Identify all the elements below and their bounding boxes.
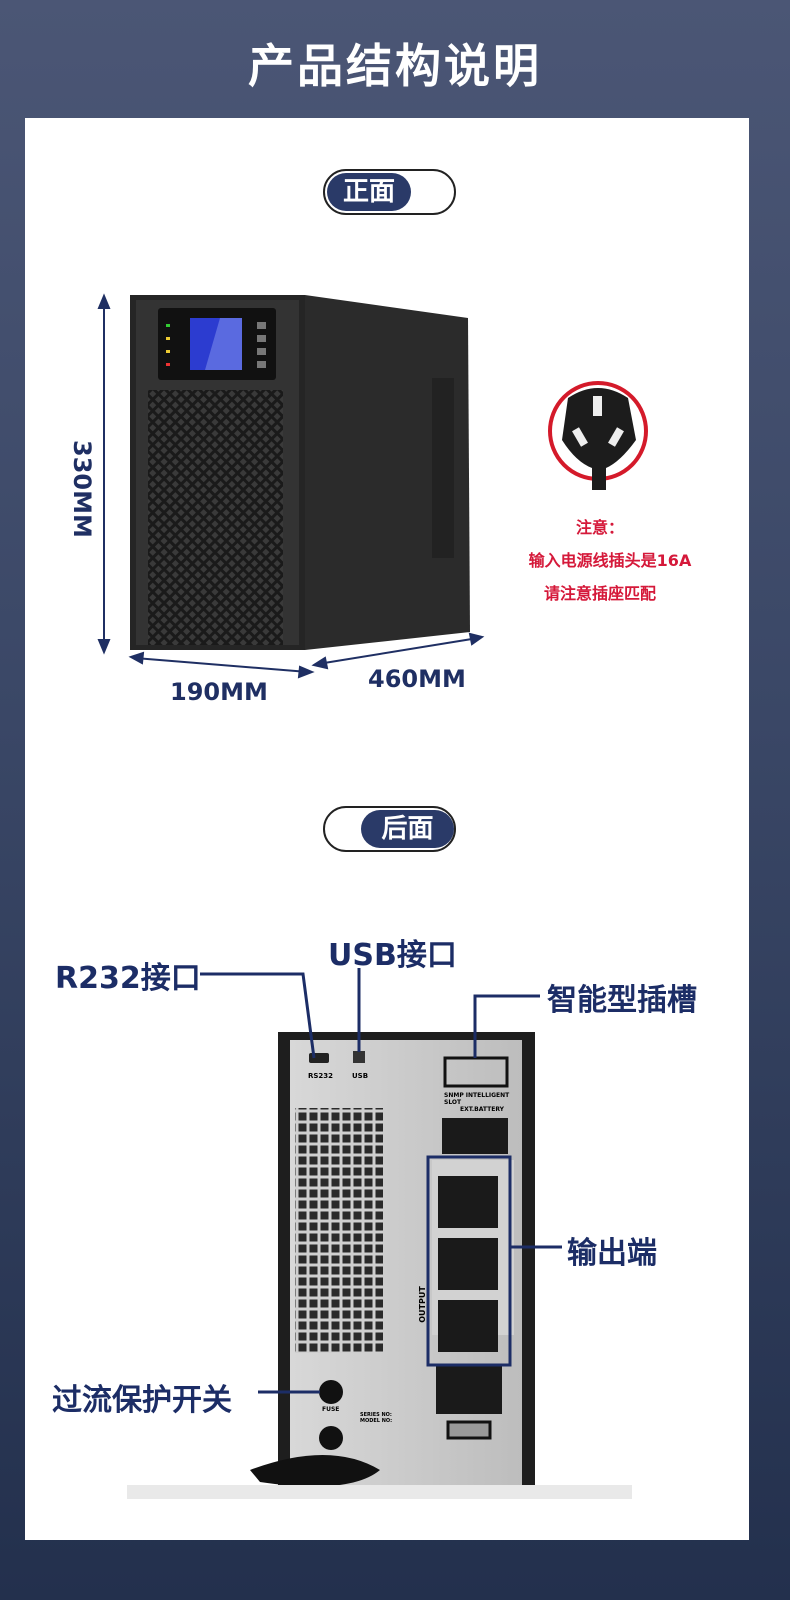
series-no-label: SERIES NO: [360, 1412, 392, 1418]
depth-dimension: 460MM [368, 665, 466, 693]
rs232-port-label: RS232 [308, 1072, 334, 1080]
rear-section-label: 后面 [361, 810, 454, 848]
front-section-pill: 正面 [323, 169, 456, 215]
usb-port-label: USB [352, 1072, 369, 1080]
callout-usb: USB接口 [328, 938, 457, 973]
callout-lines [200, 968, 562, 1394]
plug-image [548, 381, 648, 490]
notice-line1: 输入电源线插头是16A [528, 551, 692, 570]
callout-overcurrent: 过流保护开关 [52, 1383, 232, 1418]
width-dimension: 190MM [170, 678, 268, 706]
snmp-slot-label: SNMP INTELLIGENT SLOT [444, 1092, 510, 1106]
ups-rear-image [127, 1032, 632, 1499]
page-title: 产品结构说明 [248, 39, 542, 93]
callout-rs232: R232接口 [55, 961, 201, 996]
output-label: OUTPUT [417, 1286, 427, 1323]
front-section-label: 正面 [327, 173, 411, 211]
notice-heading: 注意： [575, 518, 624, 537]
notice-line2: 请注意插座匹配 [543, 584, 656, 603]
rear-section-pill: 后面 [323, 806, 456, 852]
height-dimension: 330MM [68, 440, 96, 538]
model-no-label: MODEL NO: [360, 1418, 393, 1424]
fuse-label: FUSE [322, 1406, 340, 1413]
ext-battery-label: EXT.BATTERY [460, 1106, 504, 1113]
ups-front-image [130, 295, 470, 650]
callout-smart-slot: 智能型插槽 [547, 983, 697, 1018]
callout-output: 输出端 [567, 1236, 657, 1271]
dimension-arrows [97, 293, 485, 679]
